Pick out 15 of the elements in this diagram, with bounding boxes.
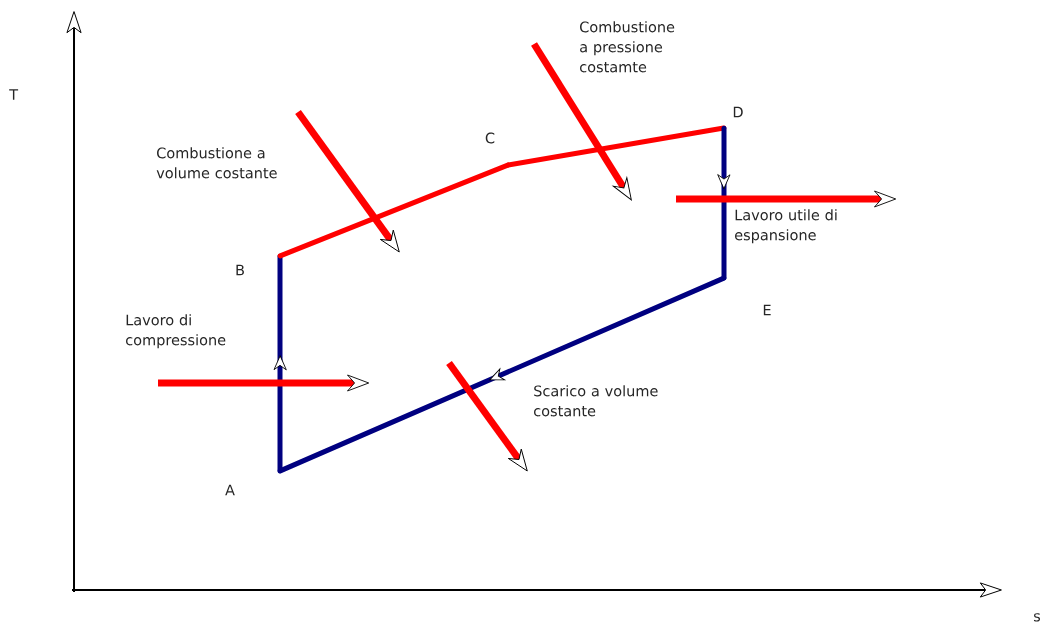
cycle-line [277,162,511,259]
annotation-text: Scarico a volume costante [534,385,658,417]
annotation-text: Combustione a pressione costamte [580,21,675,73]
annotation-text: Combustione a volume costante [156,147,277,179]
arrow [277,275,727,474]
axis-label: T [9,89,19,100]
point-label: D [733,106,743,118]
annotation-text: Lavoro di compressione [126,314,226,349]
annotation-text: Lavoro utile di espansione [735,209,837,244]
point-label: E [763,304,771,316]
point-label: C [485,132,495,144]
axis-label: s [1034,613,1041,622]
point-label: B [236,264,244,276]
arrow [717,125,731,281]
point-label: A [225,484,235,496]
